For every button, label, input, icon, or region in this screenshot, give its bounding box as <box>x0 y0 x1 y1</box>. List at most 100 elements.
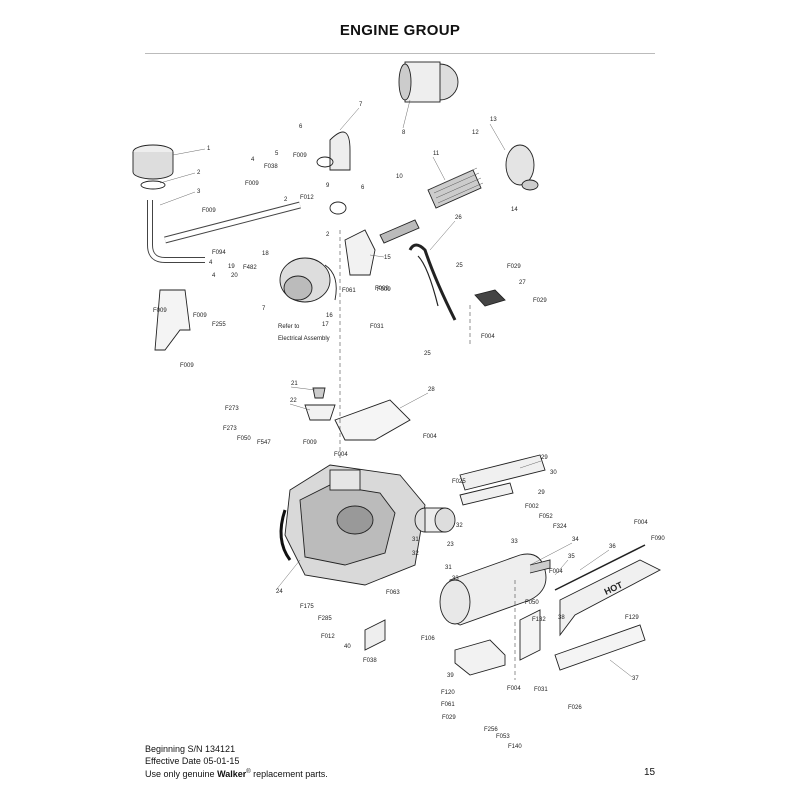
part-label: F120 <box>441 690 455 696</box>
part-label: 37 <box>632 676 639 682</box>
part-label: 31 <box>412 537 419 543</box>
part-label: F004 <box>481 334 495 340</box>
engine-block <box>279 464 426 586</box>
part-label: 18 <box>262 251 269 257</box>
part-label: 39 <box>447 673 454 679</box>
part-label: F132 <box>532 617 546 623</box>
serial-number: Beginning S/N 134121 <box>145 744 236 754</box>
note-text: Use only genuine <box>145 769 218 779</box>
muffler-bracket <box>459 454 546 491</box>
rubber-elbow <box>329 131 351 171</box>
part-label: F012 <box>321 634 335 640</box>
part-label: F482 <box>243 265 257 271</box>
part-label: F255 <box>212 322 226 328</box>
part-label: 34 <box>572 537 579 543</box>
part-label: F094 <box>212 250 226 256</box>
part-label: 4 <box>251 157 255 163</box>
part-label: F324 <box>553 524 567 530</box>
part-label: 8 <box>402 130 406 136</box>
part-label: 20 <box>231 273 238 279</box>
part-label: F273 <box>225 406 239 412</box>
shield-plate <box>554 624 646 671</box>
inner-filter <box>379 219 420 244</box>
part-label: 2 <box>197 170 201 176</box>
part-label: F004 <box>423 434 437 440</box>
part-label: 11 <box>433 151 440 157</box>
part-label: F063 <box>386 590 400 596</box>
part-label: F285 <box>318 616 332 622</box>
part-label: 25 <box>456 263 463 269</box>
part-label: F012 <box>300 195 314 201</box>
note-text-end: replacement parts. <box>250 769 328 779</box>
part-label: F009 <box>293 153 307 159</box>
part-label: 26 <box>455 215 462 221</box>
part-label: F009 <box>303 440 317 446</box>
shield-bracket <box>519 609 541 661</box>
part-label: 25 <box>424 351 431 357</box>
part-label: F029 <box>442 715 456 721</box>
leader-lines <box>159 99 633 678</box>
part-label: F004 <box>549 569 563 575</box>
part-label: F061 <box>342 288 356 294</box>
part-label: 13 <box>490 117 497 123</box>
part-label: 16 <box>326 313 333 319</box>
footer-info: Beginning S/N 134121 Effective Date 05-0… <box>145 744 328 781</box>
genuine-parts-note: Use only genuine Walker® replacement par… <box>145 767 328 781</box>
part-label: F031 <box>370 324 384 330</box>
part-label: F009 <box>202 208 216 214</box>
part-label: F052 <box>539 514 553 520</box>
part-label: 4 <box>212 273 216 279</box>
part-label: 40 <box>344 644 351 650</box>
part-label: F026 <box>568 705 582 711</box>
page-title: ENGINE GROUP <box>339 22 461 39</box>
brand-name: Walker <box>217 769 247 779</box>
air-intake-housing <box>279 257 337 303</box>
part-label: F031 <box>534 687 548 693</box>
part-label: 19 <box>228 264 235 270</box>
part-label: F547 <box>257 440 271 446</box>
part-label: 5 <box>275 151 279 157</box>
part-label: 7 <box>359 102 363 108</box>
heat-shield-plate <box>334 399 411 441</box>
part-label: 27 <box>519 280 526 286</box>
part-label: 28 <box>428 387 435 393</box>
part-label: 32 <box>412 551 419 557</box>
part-label: 2 <box>326 232 330 238</box>
part-label: 38 <box>558 615 565 621</box>
part-label: F004 <box>634 520 648 526</box>
part-label: 2 <box>284 197 288 203</box>
part-label: F025 <box>452 479 466 485</box>
part-label: F004 <box>334 452 348 458</box>
part-label: F009 <box>180 363 194 369</box>
part-label: 9 <box>326 183 330 189</box>
part-label: 30 <box>550 470 557 476</box>
part-label: 14 <box>511 207 518 213</box>
page-number: 15 <box>644 767 656 778</box>
part-label: 29 <box>541 455 548 461</box>
air-filter-element <box>427 167 484 209</box>
part-label: 6 <box>361 185 365 191</box>
part-label: 32 <box>456 523 463 529</box>
part-label: 10 <box>396 174 403 180</box>
part-label: F009 <box>153 308 167 314</box>
title-rule <box>145 53 655 54</box>
oil-filter <box>414 507 456 533</box>
part-label: F038 <box>264 164 278 170</box>
filter-cover <box>505 144 535 186</box>
part-label: 23 <box>447 542 454 548</box>
part-label: F061 <box>441 702 455 708</box>
part-label: 6 <box>299 124 303 130</box>
part-label: 15 <box>384 255 391 261</box>
registered-mark: ® <box>246 769 251 775</box>
air-cleaner-cap <box>132 144 174 190</box>
part-label: F175 <box>300 604 314 610</box>
part-label: 17 <box>322 322 329 328</box>
part-label: 33 <box>511 539 518 545</box>
part-label: 35 <box>568 554 575 560</box>
part-label: 33 <box>452 576 459 582</box>
effective-date: Effective Date 05-01-15 <box>145 755 240 766</box>
breather-hose <box>408 243 457 321</box>
part-label: F004 <box>507 686 521 692</box>
part-label: F273 <box>223 426 237 432</box>
